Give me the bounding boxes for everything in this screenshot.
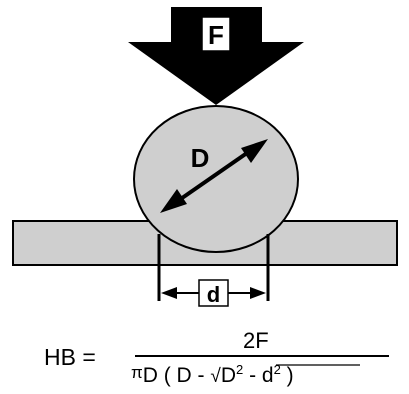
indent-label-box	[198, 279, 229, 307]
diameter-label: D	[191, 143, 210, 173]
indent-arrowhead-right	[250, 287, 266, 299]
indent-arrowhead-left	[161, 287, 177, 299]
diameter-arrowhead-upper	[241, 139, 268, 163]
diameter-line	[170, 144, 259, 207]
indent-label: d	[207, 282, 220, 307]
diameter-arrowhead-lower	[160, 189, 187, 213]
force-arrow	[128, 7, 304, 105]
force-label: F	[208, 20, 224, 50]
force-label-box	[201, 16, 231, 52]
indenter-ball	[133, 105, 299, 253]
